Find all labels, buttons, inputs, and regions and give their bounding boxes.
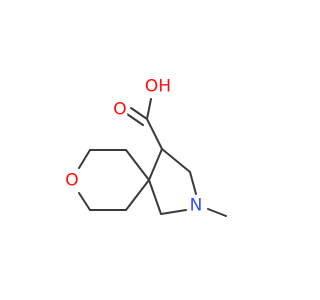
nitrogen-label: N (188, 195, 204, 216)
bond-c5-carboxyl (146, 118, 163, 150)
bond-carboxyl-oh (146, 98, 152, 120)
bond-lines (78, 98, 227, 217)
hydroxyl-label: OH (143, 76, 173, 97)
bond-c6-n (189, 171, 197, 195)
bond-c7-spiro (148, 179, 162, 215)
bond-n-c7 (160, 209, 187, 215)
bond-o-c3 (78, 192, 91, 211)
bond-c5-c6 (161, 148, 191, 173)
bond-spiro-c1 (125, 149, 150, 181)
bond-c4-spiro (125, 179, 150, 211)
bond-spiro-c5 (148, 148, 163, 181)
bond-n-methyl (207, 208, 227, 217)
structure-canvas: O O OH N (64, 76, 227, 217)
bond-carbonyl-double-a (130, 107, 148, 120)
carbonyl-oxygen-label: O (112, 99, 128, 120)
bond-c2-o (78, 149, 91, 169)
ring-oxygen-label: O (64, 170, 80, 191)
bond-carbonyl-double-b (126, 113, 144, 126)
